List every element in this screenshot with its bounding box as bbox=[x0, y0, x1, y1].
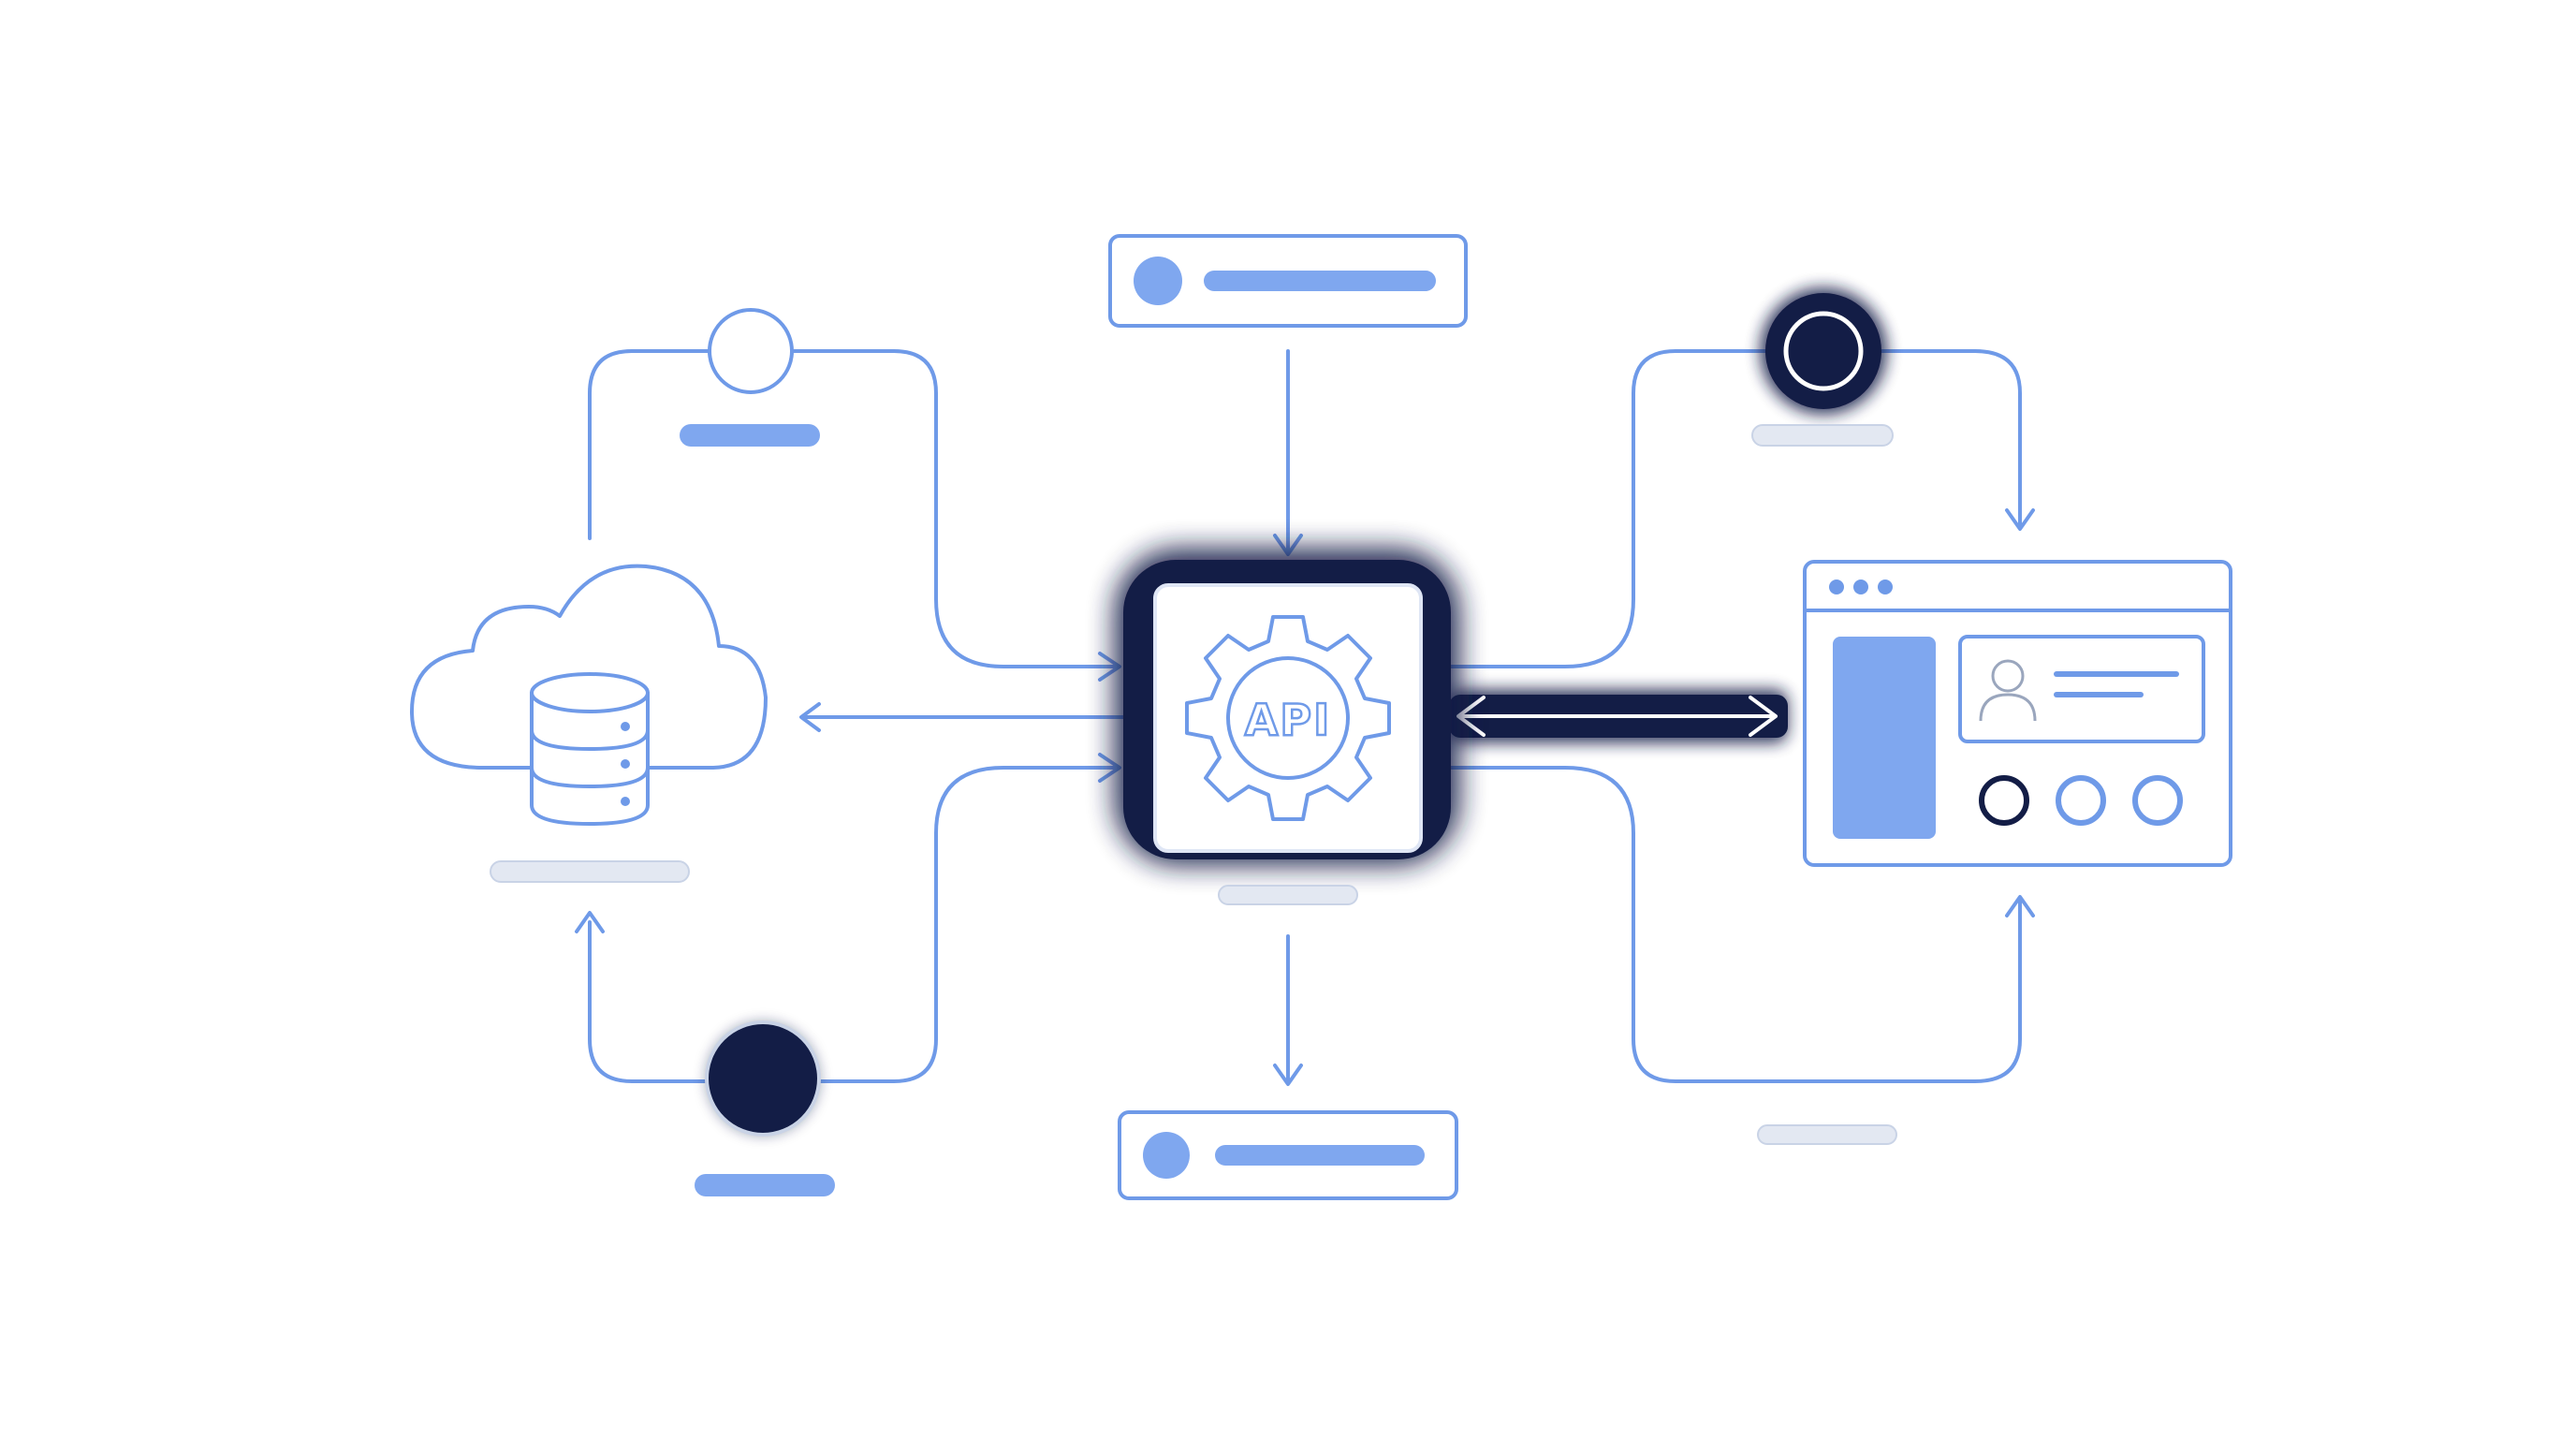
bottom-left-node-label-placeholder bbox=[695, 1174, 835, 1196]
bottom-card bbox=[1118, 1110, 1458, 1200]
cloud-database-label-placeholder bbox=[490, 860, 690, 883]
user-icon bbox=[1979, 659, 2037, 722]
arrow-head-to-cloud bbox=[799, 702, 821, 732]
bottom-card-text-placeholder bbox=[1215, 1145, 1425, 1166]
circle-node-icon bbox=[708, 308, 794, 394]
browser-sidebar-panel bbox=[1833, 637, 1936, 839]
status-dot-mid bbox=[2056, 775, 2106, 826]
cloud-database-icon bbox=[410, 564, 768, 770]
profile-card bbox=[1958, 635, 2205, 743]
connectors bbox=[575, 349, 2035, 1086]
api-hub-caption-placeholder bbox=[1218, 885, 1358, 905]
browser-window bbox=[1803, 560, 2232, 867]
filled-circle-node-icon bbox=[705, 1020, 821, 1137]
top-right-node bbox=[1751, 287, 1894, 447]
status-dot-dark bbox=[1979, 775, 2029, 826]
top-left-node bbox=[680, 308, 820, 447]
arrow-head-center-to-bottom-card bbox=[1273, 1064, 1303, 1086]
filled-circle-node-icon bbox=[1783, 311, 1864, 391]
arrow-head-to-browser-top bbox=[2005, 508, 2035, 531]
browser-caption-placeholder bbox=[1757, 1124, 1897, 1145]
bidirectional-arrow bbox=[1449, 689, 1788, 743]
top-card bbox=[1108, 234, 1468, 328]
profile-detail-placeholder bbox=[2054, 692, 2144, 697]
connector-top-right bbox=[1449, 349, 2022, 668]
profile-name-placeholder bbox=[2054, 671, 2179, 677]
connector-bottom-left bbox=[588, 766, 1116, 1083]
api-label: API bbox=[1245, 695, 1331, 745]
database-icon bbox=[530, 672, 650, 826]
status-dot-light bbox=[2132, 775, 2183, 826]
gear-icon bbox=[1185, 615, 1391, 821]
connector-bottom-right bbox=[1449, 766, 2022, 1083]
arrow-head-up-to-cloud bbox=[575, 911, 605, 933]
list-card-icon bbox=[1143, 1132, 1190, 1179]
connector-cloud-to-top-left bbox=[588, 349, 1116, 668]
top-card-text-placeholder bbox=[1204, 271, 1436, 291]
cloud-database bbox=[410, 564, 768, 883]
list-card-icon bbox=[1134, 257, 1182, 305]
top-left-node-label-placeholder bbox=[680, 424, 820, 447]
bottom-left-node bbox=[695, 1020, 835, 1196]
top-right-node-label-placeholder bbox=[1751, 424, 1894, 447]
api-hub: API bbox=[1114, 548, 1460, 905]
arrow-head-to-browser-bottom bbox=[2005, 895, 2035, 917]
